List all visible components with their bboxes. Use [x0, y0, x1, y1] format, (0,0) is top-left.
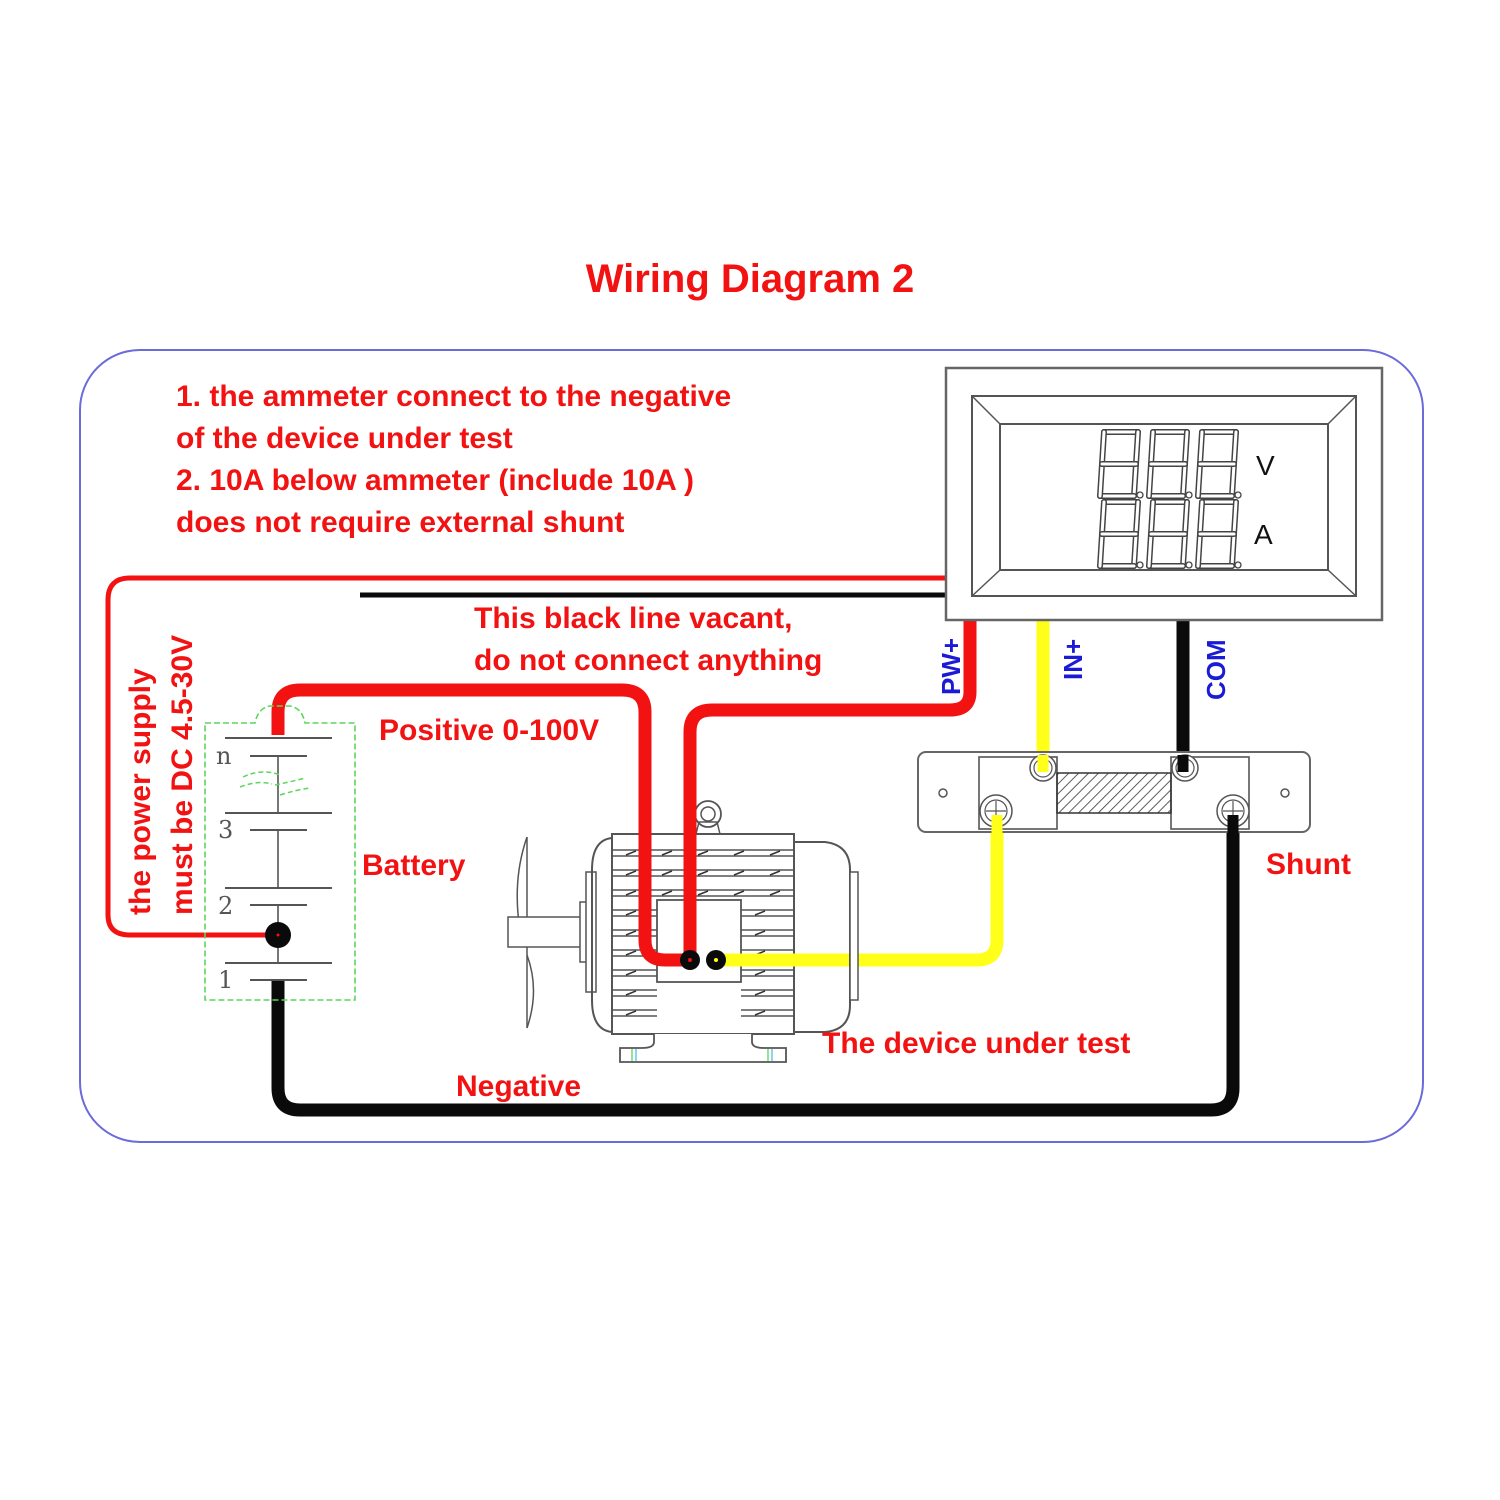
fin-tick — [769, 890, 781, 896]
decimal-point — [1234, 491, 1242, 499]
terminal-label-com: COM — [1201, 639, 1231, 700]
positive-wire-overlay — [638, 800, 690, 967]
bezel-corner — [1327, 569, 1357, 597]
vacant-note-line-2: do not connect anything — [474, 644, 822, 677]
fin-tick — [697, 850, 709, 856]
power-supply-wire — [105, 575, 948, 938]
fin-tick — [769, 850, 781, 856]
fin-tick — [661, 850, 673, 856]
mount-hole — [938, 788, 948, 798]
motor-terminal-positive — [680, 950, 700, 970]
seven-segment-digit — [1146, 499, 1193, 569]
decimal-point — [1185, 491, 1193, 499]
negative-wire — [271, 815, 1240, 1117]
seven-segment-digit — [1097, 429, 1144, 499]
fin-tick — [733, 890, 745, 896]
fin-tick — [625, 890, 637, 896]
instruction-notes: 1. the ammeter connect to the negative o… — [176, 380, 731, 539]
load-yellow-wire — [716, 815, 1004, 967]
seven-segment-digit — [1146, 429, 1193, 499]
positive-label: Positive 0-100V — [379, 714, 599, 747]
vacant-note-line-1: This black line vacant, — [474, 602, 792, 635]
pw-plus-wire — [683, 620, 977, 960]
power-note-line-2: must be DC 4.5-30V — [166, 635, 199, 915]
cell-label-n: n — [216, 742, 231, 770]
seven-segment-digits — [1097, 429, 1242, 569]
fin-tick — [769, 870, 781, 876]
fin-tick — [697, 870, 709, 876]
fin-tick — [754, 970, 766, 976]
seven-segment-digit — [1195, 429, 1242, 499]
decimal-point — [1136, 561, 1144, 569]
battery-outline — [204, 705, 356, 1001]
bezel-corner — [1327, 395, 1357, 425]
decimal-point — [1234, 561, 1242, 569]
note-line-2: of the device under test — [176, 422, 513, 455]
fin-tick — [754, 1010, 766, 1016]
seven-segment-digit — [1097, 499, 1144, 569]
cell-label-2: 2 — [218, 892, 233, 920]
shunt-resistor — [1056, 772, 1172, 814]
cell-label-1: 1 — [218, 966, 233, 994]
power-note-line-1: the power supply — [124, 668, 157, 915]
motor-terminal-negative — [706, 950, 726, 970]
fin-tick — [697, 890, 709, 896]
fin-tick — [733, 850, 745, 856]
unit-label-a: A — [1254, 519, 1273, 550]
terminal-label-in-plus: IN+ — [1058, 639, 1088, 680]
fin-tick — [625, 930, 637, 936]
battery: n 3 2 1 — [204, 705, 356, 1001]
unit-label-v: V — [1256, 450, 1275, 481]
cell-label-3: 3 — [218, 816, 233, 844]
shunt-label: Shunt — [1266, 848, 1351, 881]
fin-tick — [733, 870, 745, 876]
note-line-4: does not require external shunt — [176, 506, 624, 539]
bezel-corner — [971, 395, 1001, 425]
diagram-title: Wiring Diagram 2 — [586, 257, 915, 301]
screw-icon — [1216, 794, 1250, 828]
fin-tick — [625, 990, 637, 996]
fin-tick — [625, 870, 637, 876]
voltmeter-ammeter: V A — [944, 366, 1384, 622]
fin-tick — [625, 850, 637, 856]
bezel-corner — [971, 569, 1001, 597]
device-under-test-label: The device under test — [822, 1027, 1130, 1060]
fin-tick — [661, 870, 673, 876]
terminal-label-pw-plus: PW+ — [936, 638, 966, 695]
fin-tick — [754, 930, 766, 936]
battery-cells — [225, 737, 332, 981]
seven-segment-digit — [1195, 499, 1242, 569]
motor-device-under-test — [507, 800, 859, 1063]
mount-hole — [1280, 788, 1290, 798]
negative-label: Negative — [456, 1070, 581, 1103]
note-line-1: 1. the ammeter connect to the negative — [176, 380, 731, 413]
fin-tick — [661, 890, 673, 896]
fin-tick — [754, 990, 766, 996]
decimal-point — [1185, 561, 1193, 569]
fin-tick — [625, 950, 637, 956]
fin-tick — [625, 970, 637, 976]
fin-tick — [625, 910, 637, 916]
fin-tick — [625, 1010, 637, 1016]
battery-label: Battery — [362, 849, 466, 882]
note-line-3: 2. 10A below ammeter (include 10A ) — [176, 464, 694, 497]
fin-tick — [754, 910, 766, 916]
diagram-frame — [79, 349, 1424, 1143]
shunt — [917, 751, 1311, 835]
decimal-point — [1136, 491, 1144, 499]
